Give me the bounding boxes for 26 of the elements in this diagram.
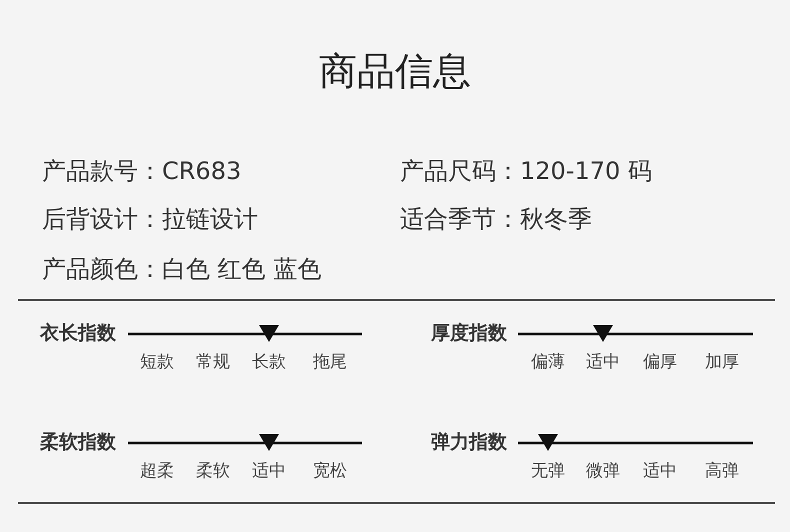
scale-name: 弹力指数 <box>431 433 507 452</box>
scale-option: 适中 <box>586 354 620 371</box>
scale-option: 适中 <box>252 463 286 480</box>
scale-option: 拖尾 <box>313 354 347 371</box>
scale-option: 适中 <box>643 463 677 480</box>
scale-option: 宽松 <box>313 463 347 480</box>
scale-option: 柔软 <box>196 463 230 480</box>
scale-option: 短款 <box>140 354 174 371</box>
info-text: 产品颜色：白色 红色 蓝色 <box>42 257 322 281</box>
title: 商品信息 <box>319 52 471 90</box>
scale-option: 偏厚 <box>643 354 677 371</box>
scale-name: 厚度指数 <box>431 324 507 343</box>
scale-option: 超柔 <box>140 463 174 480</box>
info-text: 适合季节：秋冬季 <box>400 207 592 231</box>
scale-option: 偏薄 <box>531 354 565 371</box>
scale-option: 加厚 <box>705 354 739 371</box>
scale-name: 衣长指数 <box>40 324 116 343</box>
info-text: 产品尺码：120-170 码 <box>400 159 652 183</box>
scale-option: 长款 <box>252 354 286 371</box>
scale-option: 常规 <box>196 354 230 371</box>
info-text: 后背设计：拉链设计 <box>42 207 258 231</box>
scale-option: 高弹 <box>705 463 739 480</box>
scale-name: 柔软指数 <box>40 433 116 452</box>
scale-option: 微弹 <box>586 463 620 480</box>
info-text: 产品款号：CR683 <box>42 159 242 183</box>
scale-option: 无弹 <box>531 463 565 480</box>
